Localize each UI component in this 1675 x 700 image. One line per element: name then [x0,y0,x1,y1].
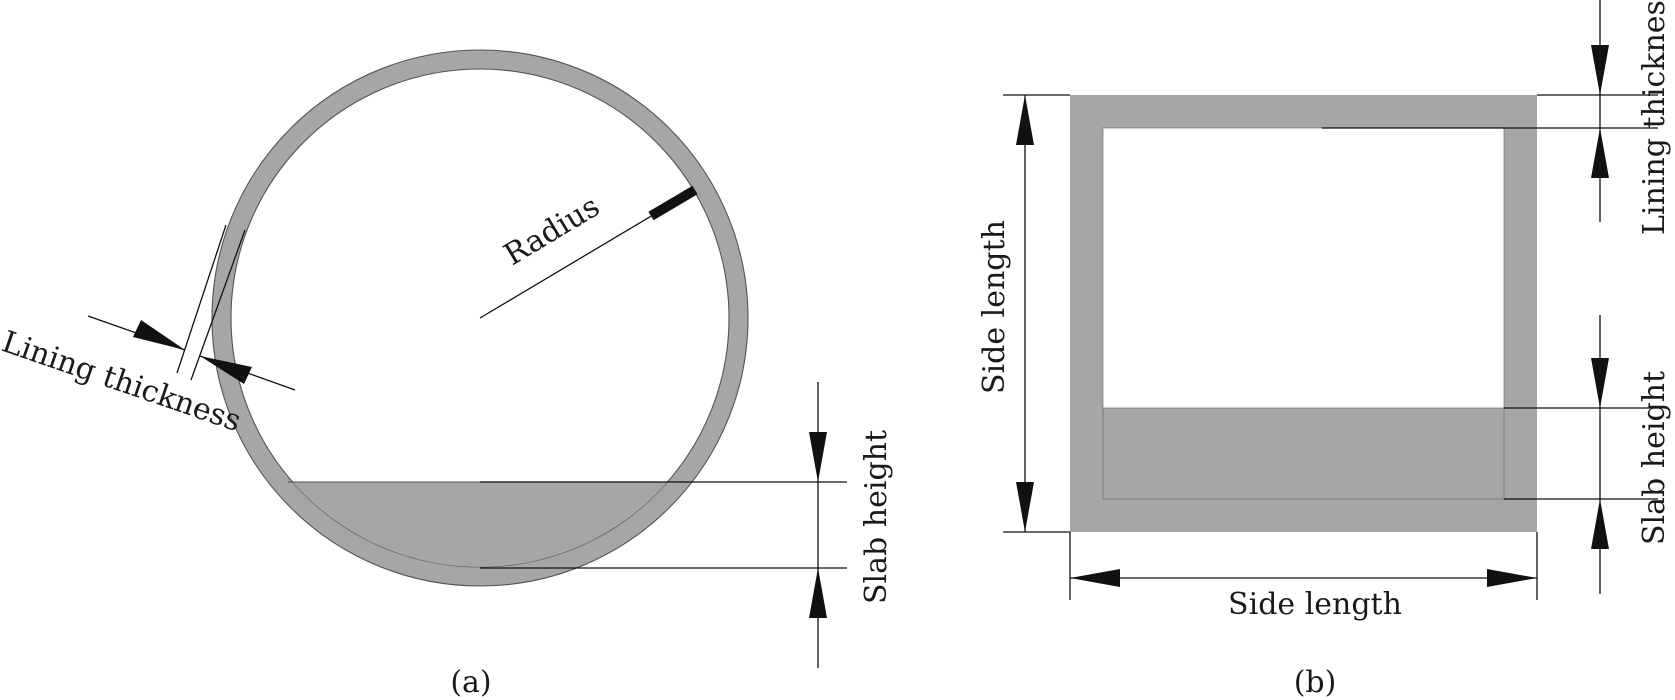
slab-height-arrow-bottom [809,568,827,618]
lining-arrow-left [133,320,185,350]
lining-thickness-label-b: Lining thickness [1637,0,1672,235]
side-length-vertical-label: Side length [977,220,1012,394]
slab-height-arrow-top-b [1591,358,1609,408]
radius-label: Radius [498,189,606,273]
slab-height-arrow-top [809,432,827,482]
lining-arrow-right [200,356,252,384]
lining-thickness-label-a: Lining thickness [0,324,245,439]
rectangular-slab [1103,408,1504,499]
slab-height-arrow-bottom-b [1591,499,1609,549]
side-length-horizontal-label: Side length [1228,587,1402,622]
rectangular-lining-inner-edge [1102,127,1505,500]
side-length-vertical-arrow-top [1016,95,1034,145]
figure-a-circular-section: Radius Lining thickness Slab height (a) [0,49,894,700]
lining-thickness-arrow-top [1591,45,1609,95]
side-length-vertical-arrow-bottom [1016,482,1034,532]
lining-extension-line-inner [190,229,246,381]
caption-b: (b) [1294,665,1337,700]
lining-thickness-arrow-bottom [1591,128,1609,178]
figure-b-rectangular-section: Side length Side length Lining thickness… [977,0,1672,700]
side-length-horizontal-arrow-right [1487,569,1537,587]
radius-arrow-head [648,185,698,221]
side-length-horizontal-arrow-left [1070,569,1120,587]
slab-height-label-b: Slab height [1637,371,1672,545]
circular-lining-outer-edge [211,49,749,587]
caption-a: (a) [450,665,491,700]
slab-height-label-a: Slab height [859,430,894,604]
lining-extension-line-outer [176,224,227,374]
